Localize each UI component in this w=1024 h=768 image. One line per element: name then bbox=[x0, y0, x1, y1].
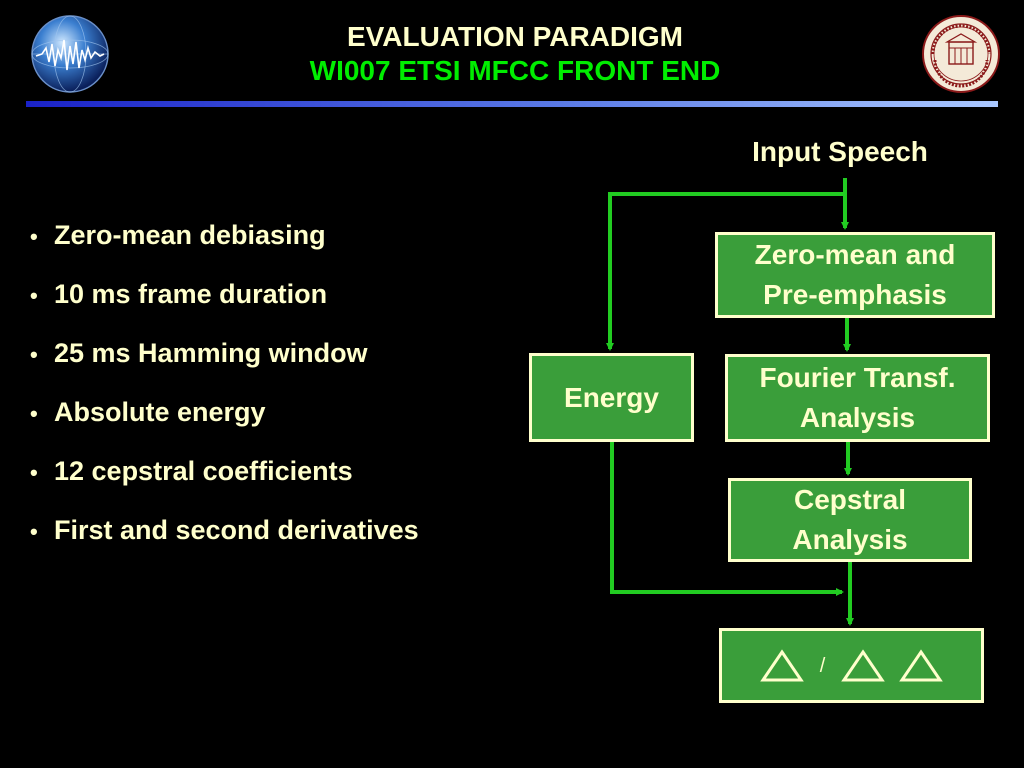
bullet-text: Absolute energy bbox=[54, 397, 266, 427]
bullet-text: 10 ms frame duration bbox=[54, 279, 328, 309]
university-seal-icon bbox=[922, 15, 1000, 93]
bullet-item: • Zero-mean debiasing bbox=[30, 212, 419, 271]
bullet-item: • First and second derivatives bbox=[30, 507, 419, 566]
box-label-line: Analysis bbox=[799, 402, 916, 433]
globe-waveform-icon bbox=[31, 15, 109, 93]
bullet-dot: • bbox=[30, 283, 38, 308]
slide-subtitle: WI007 ETSI MFCC FRONT END bbox=[309, 55, 721, 86]
bullet-item: • Absolute energy bbox=[30, 389, 419, 448]
fourier-analysis-box: Fourier Transf. Analysis bbox=[725, 354, 990, 442]
input-speech-label: Input Speech bbox=[752, 136, 928, 167]
bullet-item: • 12 cepstral coefficients bbox=[30, 448, 419, 507]
delta-triangle-icon bbox=[899, 648, 944, 681]
delta-triangle-icon bbox=[759, 648, 804, 681]
slide-title-block: EVALUATION PARADIGM WI007 ETSI MFCC FRON… bbox=[200, 20, 830, 88]
bullet-dot: • bbox=[30, 342, 38, 367]
bullet-dot: • bbox=[30, 224, 38, 249]
energy-box: Energy bbox=[529, 353, 694, 442]
bullet-text: Zero-mean debiasing bbox=[54, 220, 326, 250]
bullet-dot: • bbox=[30, 460, 38, 485]
bullet-text: 12 cepstral coefficients bbox=[54, 456, 353, 486]
delta-triangle-icon bbox=[841, 648, 886, 681]
feature-bullet-list: • Zero-mean debiasing • 10 ms frame durati… bbox=[30, 212, 419, 566]
bullet-dot: • bbox=[30, 401, 38, 426]
box-label-line: Energy bbox=[564, 381, 659, 413]
cepstral-analysis-box: Cepstral Analysis bbox=[728, 478, 972, 562]
box-label-line: Analysis bbox=[792, 524, 908, 555]
derivatives-output-box: / bbox=[719, 628, 984, 703]
zero-mean-preemphasis-box: Zero-mean and Pre-emphasis bbox=[715, 232, 995, 318]
bullet-text: First and second derivatives bbox=[54, 515, 419, 545]
delta-separator: / bbox=[819, 654, 826, 677]
bullet-item: • 25 ms Hamming window bbox=[30, 330, 419, 389]
box-label-line: Cepstral bbox=[793, 484, 907, 515]
box-label-line: Fourier Transf. bbox=[759, 362, 956, 393]
bullet-item: • 10 ms frame duration bbox=[30, 271, 419, 330]
delta-symbol-row: / bbox=[759, 646, 944, 686]
box-label-line: Zero-mean and bbox=[754, 239, 956, 270]
box-label-line: Pre-emphasis bbox=[763, 279, 947, 310]
bullet-text: 25 ms Hamming window bbox=[54, 338, 368, 368]
slide-title: EVALUATION PARADIGM bbox=[347, 21, 683, 52]
bullet-dot: • bbox=[30, 519, 38, 544]
title-divider bbox=[26, 101, 998, 107]
